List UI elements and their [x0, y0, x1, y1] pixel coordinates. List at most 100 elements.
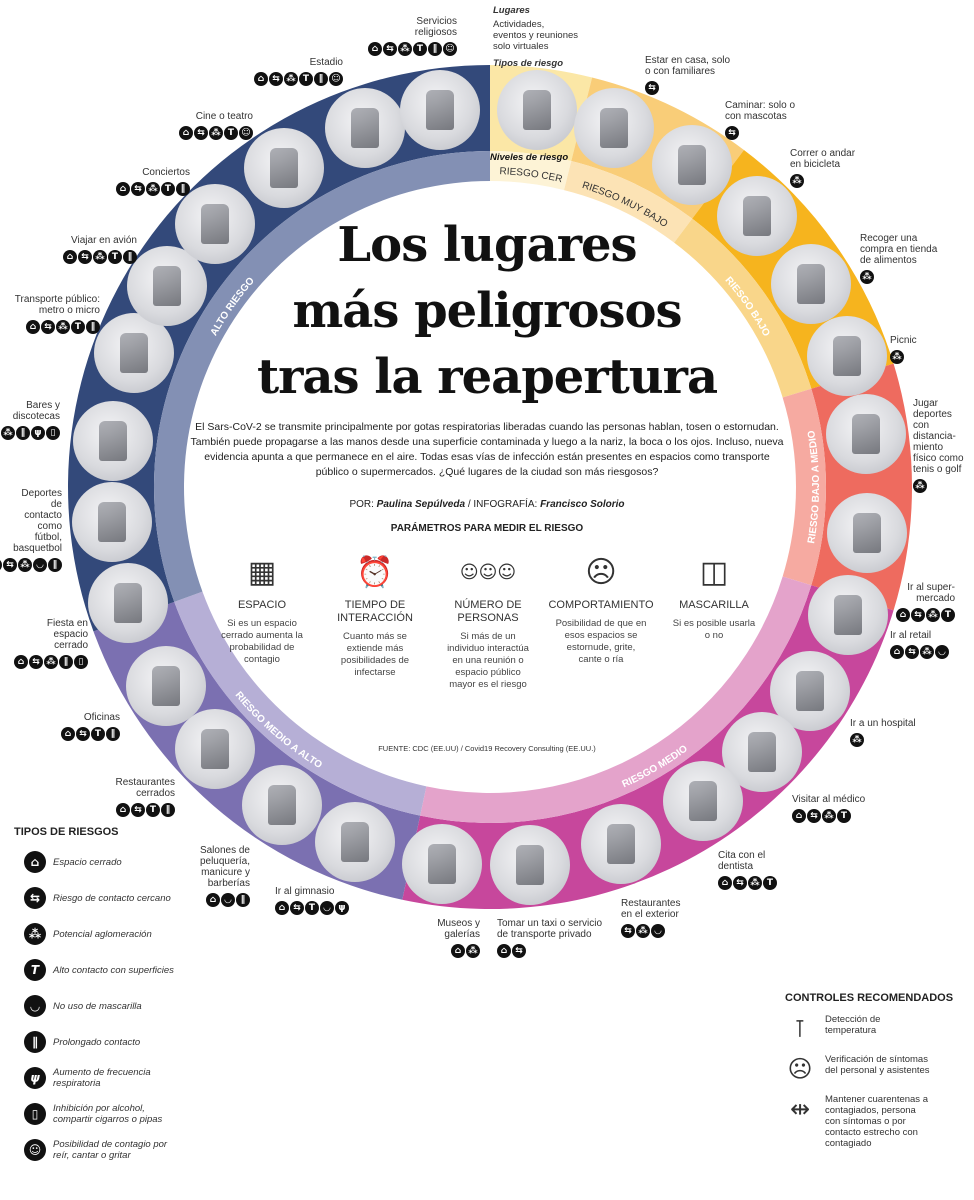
place-illustration [120, 332, 149, 373]
mug-icon: ▯ [46, 426, 60, 440]
ring-segment-inner [420, 576, 812, 824]
laughing-face-icon: ☺ [443, 42, 457, 56]
closed-space-icon: ⌂ [254, 72, 268, 86]
close-contact-icon: ⇆ [76, 727, 90, 741]
prolonged-contact-icon: ∥ [48, 558, 62, 572]
risk-types-legend: TIPOS DE RIESGOS ⌂Espacio cerrado⇆Riesgo… [14, 826, 189, 1168]
risk-icons: ⌂⇆T∥ [55, 803, 175, 817]
no-mask-icon: ◡ [651, 924, 665, 938]
place-label: Transporte público: metro o micro [14, 294, 100, 316]
place-photo [827, 492, 908, 573]
crowd-icon: ⁂ [860, 270, 874, 284]
no-mask-icon: ◡ [24, 995, 46, 1017]
crowd-icon: ⁂ [18, 558, 32, 572]
surface-contact-icon: T [108, 250, 122, 264]
virtual-activities-label: Actividades, eventos y reuniones solo vi… [493, 19, 579, 52]
prolonged-contact-icon: ∥ [428, 42, 442, 56]
designer-name: Francisco Solorio [540, 499, 625, 510]
place-illustration [153, 266, 182, 307]
param-description: Si es un espacio cerrado aumenta la prob… [221, 618, 303, 665]
place-illustration [427, 843, 456, 884]
place-photo [652, 125, 733, 206]
close-contact-icon: ⇆ [24, 887, 46, 909]
place-photo [401, 823, 482, 904]
close-contact-icon: ⇆ [41, 320, 55, 334]
title-line: Los lugares [337, 217, 637, 273]
place-label: Cine o teatro [195, 111, 253, 122]
page-title: Los lugares más peligrosos tras la reape… [167, 212, 807, 410]
risk-icons: ⇆ [645, 81, 765, 95]
place-photo [175, 184, 256, 265]
ring-segment-inner [782, 388, 827, 586]
legend-label: Prolongado contacto [53, 1036, 141, 1048]
closed-space-icon: ⌂ [0, 558, 2, 572]
place-photo [241, 764, 322, 845]
crowd-icon: ⁂ [748, 876, 762, 890]
source-note: FUENTE: CDC (EE.UU) / Covid19 Recovery C… [378, 744, 596, 753]
place-photo [325, 88, 406, 169]
crowd-icon: ⁂ [24, 923, 46, 945]
close-contact-icon: ⇆ [131, 182, 145, 196]
closed-space-icon: ⌂ [890, 645, 904, 659]
closed-space-icon: ⌂ [61, 727, 75, 741]
close-contact-icon: ⇆ [621, 924, 635, 938]
close-contact-icon: ⇆ [725, 126, 739, 140]
thermometer-icon: ⊺ [793, 1015, 807, 1043]
niveles-de-riesgo-label: Niveles de riesgo [490, 152, 569, 163]
legend-item: ∥Prolongado contacto [14, 1024, 189, 1060]
close-contact-icon: ⇆ [383, 42, 397, 56]
place-photo [125, 645, 206, 726]
place-label: Estar en casa, solo o con familiares [645, 55, 731, 77]
place-item: Viajar en avión⌂⇆⁂T∥ [17, 235, 137, 264]
control-item: ☹Verificación de síntomas del personal y… [785, 1054, 970, 1084]
place-label: Deportes de contacto como fútbol, basque… [13, 488, 62, 554]
legend-item: ▯Inhibición por alcohol, compartir cigar… [14, 1096, 189, 1132]
control-label: Mantener cuarentenas a contagiados, pers… [825, 1094, 928, 1149]
top-note: Lugares Actividades, eventos y reuniones… [493, 5, 578, 69]
place-label: Recoger una compra en tienda de alimento… [860, 233, 938, 266]
legend-item: ☺Posibilidad de contagio por reír, canta… [14, 1132, 189, 1168]
title-line: más peligrosos [292, 283, 682, 339]
place-label: Viajar en avión [71, 235, 137, 246]
place-item: Estadio⌂⇆⁂T∥☺ [223, 57, 343, 86]
byline-separator: / [465, 499, 474, 510]
risk-icons: ⁂ [860, 270, 974, 284]
closed-space-icon: ⌂ [792, 809, 806, 823]
legend-label: Riesgo de contacto cercano [53, 892, 171, 904]
place-illustration [201, 204, 230, 245]
prolonged-contact-icon: ∥ [86, 320, 100, 334]
place-illustration [689, 781, 718, 822]
place-photo [663, 761, 744, 842]
place-illustration [341, 822, 370, 863]
lungs-icon: ψ [24, 1067, 46, 1089]
place-photo [94, 312, 175, 393]
closed-space-icon: ⌂ [497, 944, 511, 958]
risk-icons: ⌂⇆⁂T∥ [0, 320, 100, 334]
risk-icons: ⌂⁂ [360, 944, 480, 958]
risk-icons: ⌂⇆⁂T [792, 809, 912, 823]
ring-segment-inner [564, 160, 693, 243]
place-illustration [833, 594, 862, 635]
sneezing-person-icon: ☹ [585, 555, 617, 590]
place-item: Museos y galerías ⌂⁂ [360, 918, 480, 958]
place-item: Oficinas⌂⇆T∥ [0, 712, 120, 741]
place-label: Servicios religiosos [414, 16, 457, 38]
place-label: Restaurantes en el exterior [621, 898, 681, 920]
risk-icons: ⁂ [890, 350, 974, 364]
place-item: Restaurantes en el exterior⇆⁂◡ [621, 898, 741, 938]
legend-label: Alto contacto con superficies [53, 964, 174, 976]
surface-contact-icon: T [837, 809, 851, 823]
place-photo [807, 574, 888, 655]
no-mask-icon: ◡ [935, 645, 949, 659]
legend-label: Potencial aglomeración [53, 928, 152, 940]
place-illustration [426, 90, 455, 131]
place-illustration [853, 512, 882, 553]
place-illustration [200, 728, 229, 769]
place-label: Estadio [309, 57, 343, 68]
place-photo [490, 824, 571, 905]
place-illustration [678, 145, 707, 186]
place-label: Museos y galerías [437, 918, 480, 940]
place-item: Recoger una compra en tienda de alimento… [860, 233, 974, 284]
